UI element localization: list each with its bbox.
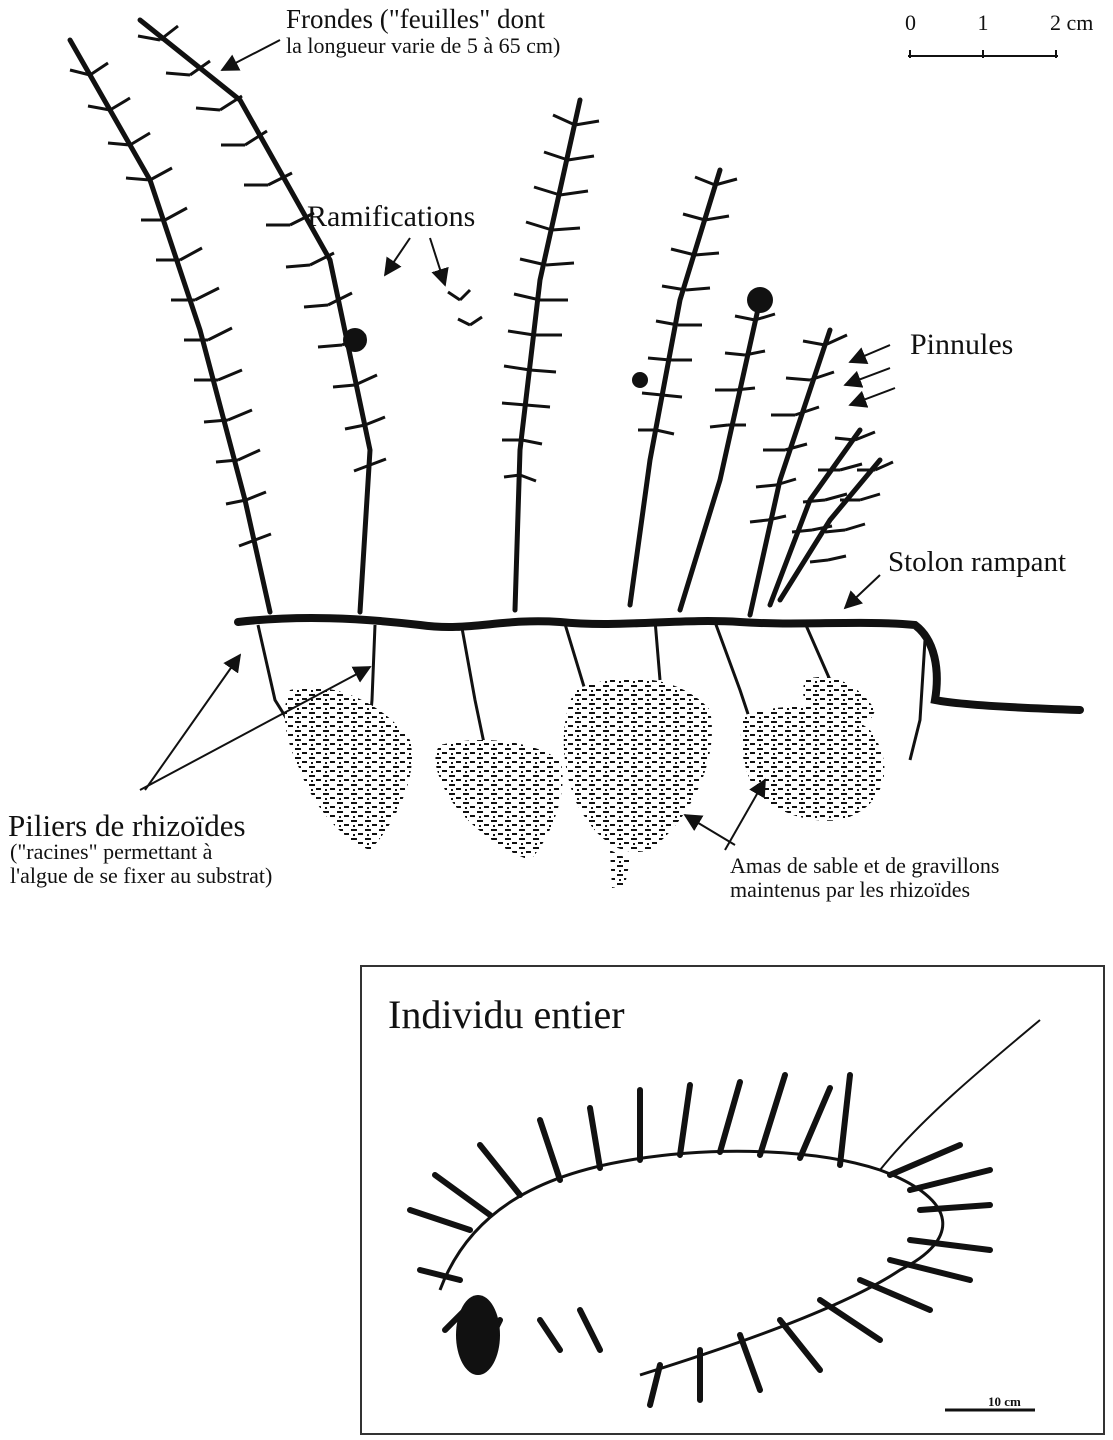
arrow-ramifications-2	[430, 238, 445, 285]
scale-tick-1: 1	[978, 10, 989, 35]
arrow-frondes	[222, 40, 280, 70]
inset-title: Individu entier	[388, 995, 625, 1035]
label-piliers-line3: l'algue de se fixer au substrat)	[10, 866, 272, 886]
arrow-pinnules-3	[850, 388, 895, 405]
label-piliers-line2: ("racines" permettant à	[10, 842, 212, 862]
arrow-amas-1	[685, 815, 735, 845]
label-amas-line1: Amas de sable et de gravillons	[730, 856, 999, 876]
label-pinnules: Pinnules	[910, 330, 1013, 360]
label-amas-line2: maintenus par les rhizoïdes	[730, 880, 970, 900]
scale-tick-0: 0	[905, 10, 916, 35]
frond-tips	[343, 287, 773, 388]
scale-bar	[908, 50, 1058, 58]
label-ramifications: Ramifications	[307, 202, 475, 232]
arrow-amas-2	[725, 780, 765, 850]
label-frondes-line2: la longueur varie de 5 à 65 cm)	[286, 36, 560, 56]
scale-bar-labels: 0 1 2 cm	[905, 12, 1093, 34]
label-stolon: Stolon rampant	[888, 548, 1066, 577]
scale-tick-2: 2 cm	[1050, 10, 1093, 35]
arrow-ramifications-1	[385, 238, 410, 275]
label-frondes-line1: Frondes ("feuilles" dont	[286, 6, 545, 33]
label-piliers-line1: Piliers de rhizoïdes	[8, 810, 246, 841]
inset-scale-label: 10 cm	[988, 1395, 1021, 1408]
arrow-pinnules-2	[845, 368, 890, 385]
arrow-pinnules-1	[850, 345, 890, 362]
arrow-stolon	[845, 575, 880, 608]
arrow-piliers-1	[145, 655, 240, 790]
